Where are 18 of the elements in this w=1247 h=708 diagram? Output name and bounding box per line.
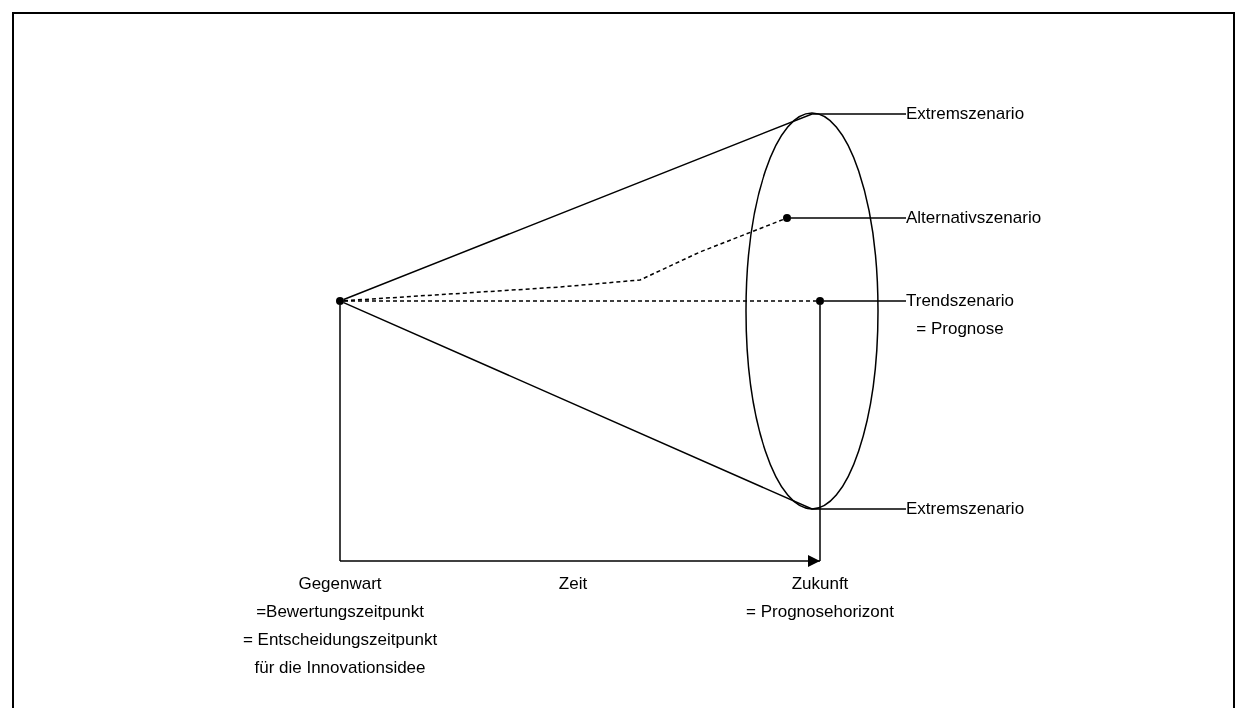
arrow (339, 555, 821, 567)
point-marker (336, 297, 344, 305)
time-point-label: Zukunft = Prognosehorizont (710, 561, 930, 626)
scenario-label: Extremszenario (906, 100, 1025, 128)
line (342, 113, 907, 301)
line (339, 304, 341, 562)
scenario-label: Extremszenario (906, 495, 1025, 523)
line (790, 217, 907, 219)
dashed-line (343, 300, 817, 302)
scenario-label: Alternativszenario (906, 204, 1042, 232)
point-marker (816, 297, 824, 305)
line (823, 300, 907, 302)
axis-label: Zeit (557, 573, 589, 595)
line (342, 301, 907, 510)
time-point-label: Gegenwart =Bewertungszeitpunkt = Entscheidungszeitpunkt für die Innovationsidee (210, 561, 470, 682)
scenario-label: Trendszenario = Prognose (906, 287, 1015, 343)
point-marker (783, 214, 791, 222)
line (819, 304, 821, 562)
